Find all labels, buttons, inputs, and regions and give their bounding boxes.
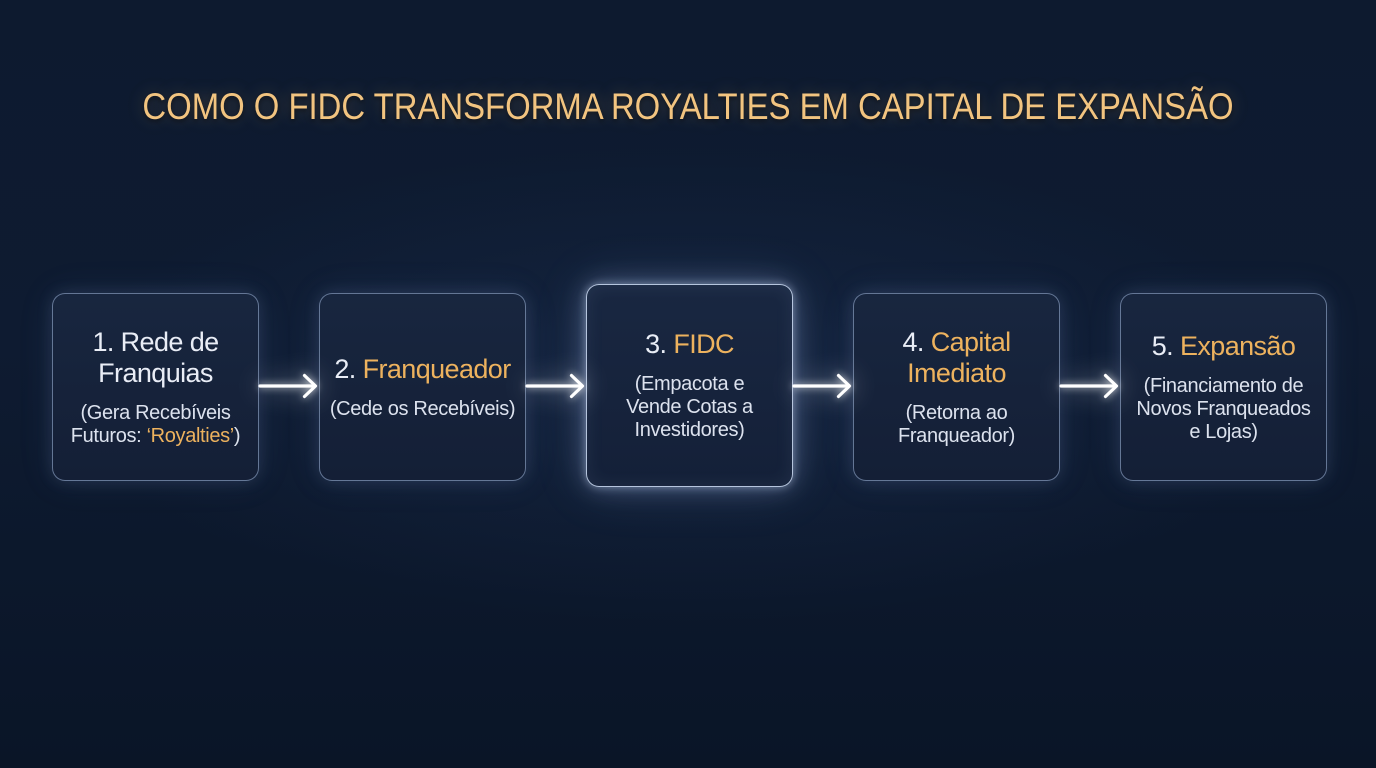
gold-text-segment: Expansão (1179, 330, 1296, 361)
flow-connector (1059, 293, 1120, 481)
text-segment: ) (233, 424, 241, 447)
step-card-1: 1. Rede de Franquias (Gera Recebíveis Fu… (52, 293, 259, 481)
step-heading: 5. Expansão (1152, 331, 1296, 362)
step-card-3: 3. FIDC (Empacota e Vende Cotas a Invest… (586, 284, 793, 487)
step-description: (Gera Recebíveis Futuros: ‘Royalties’) (70, 401, 241, 448)
flow-connector (792, 293, 853, 481)
flow-connector (258, 293, 319, 481)
text-segment: 1. Rede de Franquias (92, 326, 219, 388)
step-description: (Cede os Recebíveis) (329, 397, 516, 421)
gold-text-segment: ‘Royalties’ (146, 424, 235, 447)
text-segment: (Empacota e Vende Cotas a Investidores) (626, 373, 753, 441)
gold-text-segment: Capital Imediato (907, 326, 1011, 388)
step-heading: 2. Franqueador (334, 353, 512, 385)
step-heading: 3. FIDC (645, 329, 734, 360)
step-description: (Financiamento de Novos Franqueados e Lo… (1136, 374, 1311, 444)
step-description: (Retorna ao Franqueador) (898, 402, 1015, 448)
text-segment: 3. (645, 329, 674, 359)
text-segment: (Financiamento de Novos Franqueados e Lo… (1136, 374, 1311, 443)
text-segment: (Retorna ao Franqueador) (898, 401, 1015, 447)
gold-text-segment: FIDC (673, 329, 734, 359)
page-title: COMO O FIDC TRANSFORMA ROYALTIES EM CAPI… (142, 86, 1234, 127)
gold-text-segment: Franqueador (362, 353, 512, 384)
text-segment: 2. (334, 353, 363, 384)
step-card-4: 4. Capital Imediato (Retorna ao Franquea… (853, 293, 1060, 481)
text-segment: 5. (1151, 330, 1180, 361)
process-flow: 1. Rede de Franquias (Gera Recebíveis Fu… (52, 284, 1327, 487)
text-segment: 4. (902, 326, 931, 357)
step-card-2: 2. Franqueador (Cede os Recebíveis) (319, 293, 526, 481)
arrow-right-icon (1059, 373, 1119, 399)
step-heading: 4. Capital Imediato (902, 326, 1011, 389)
arrow-right-icon (525, 373, 585, 399)
step-description: (Empacota e Vende Cotas a Investidores) (626, 373, 753, 442)
text-segment: (Gera Recebíveis Futuros: (70, 401, 231, 447)
flow-connector (525, 293, 586, 481)
step-heading: 1. Rede de Franquias (92, 326, 219, 389)
step-card-5: 5. Expansão (Financiamento de Novos Fran… (1120, 293, 1327, 481)
arrow-right-icon (258, 373, 318, 399)
text-segment: (Cede os Recebíveis) (329, 397, 516, 420)
arrow-right-icon (792, 373, 852, 399)
